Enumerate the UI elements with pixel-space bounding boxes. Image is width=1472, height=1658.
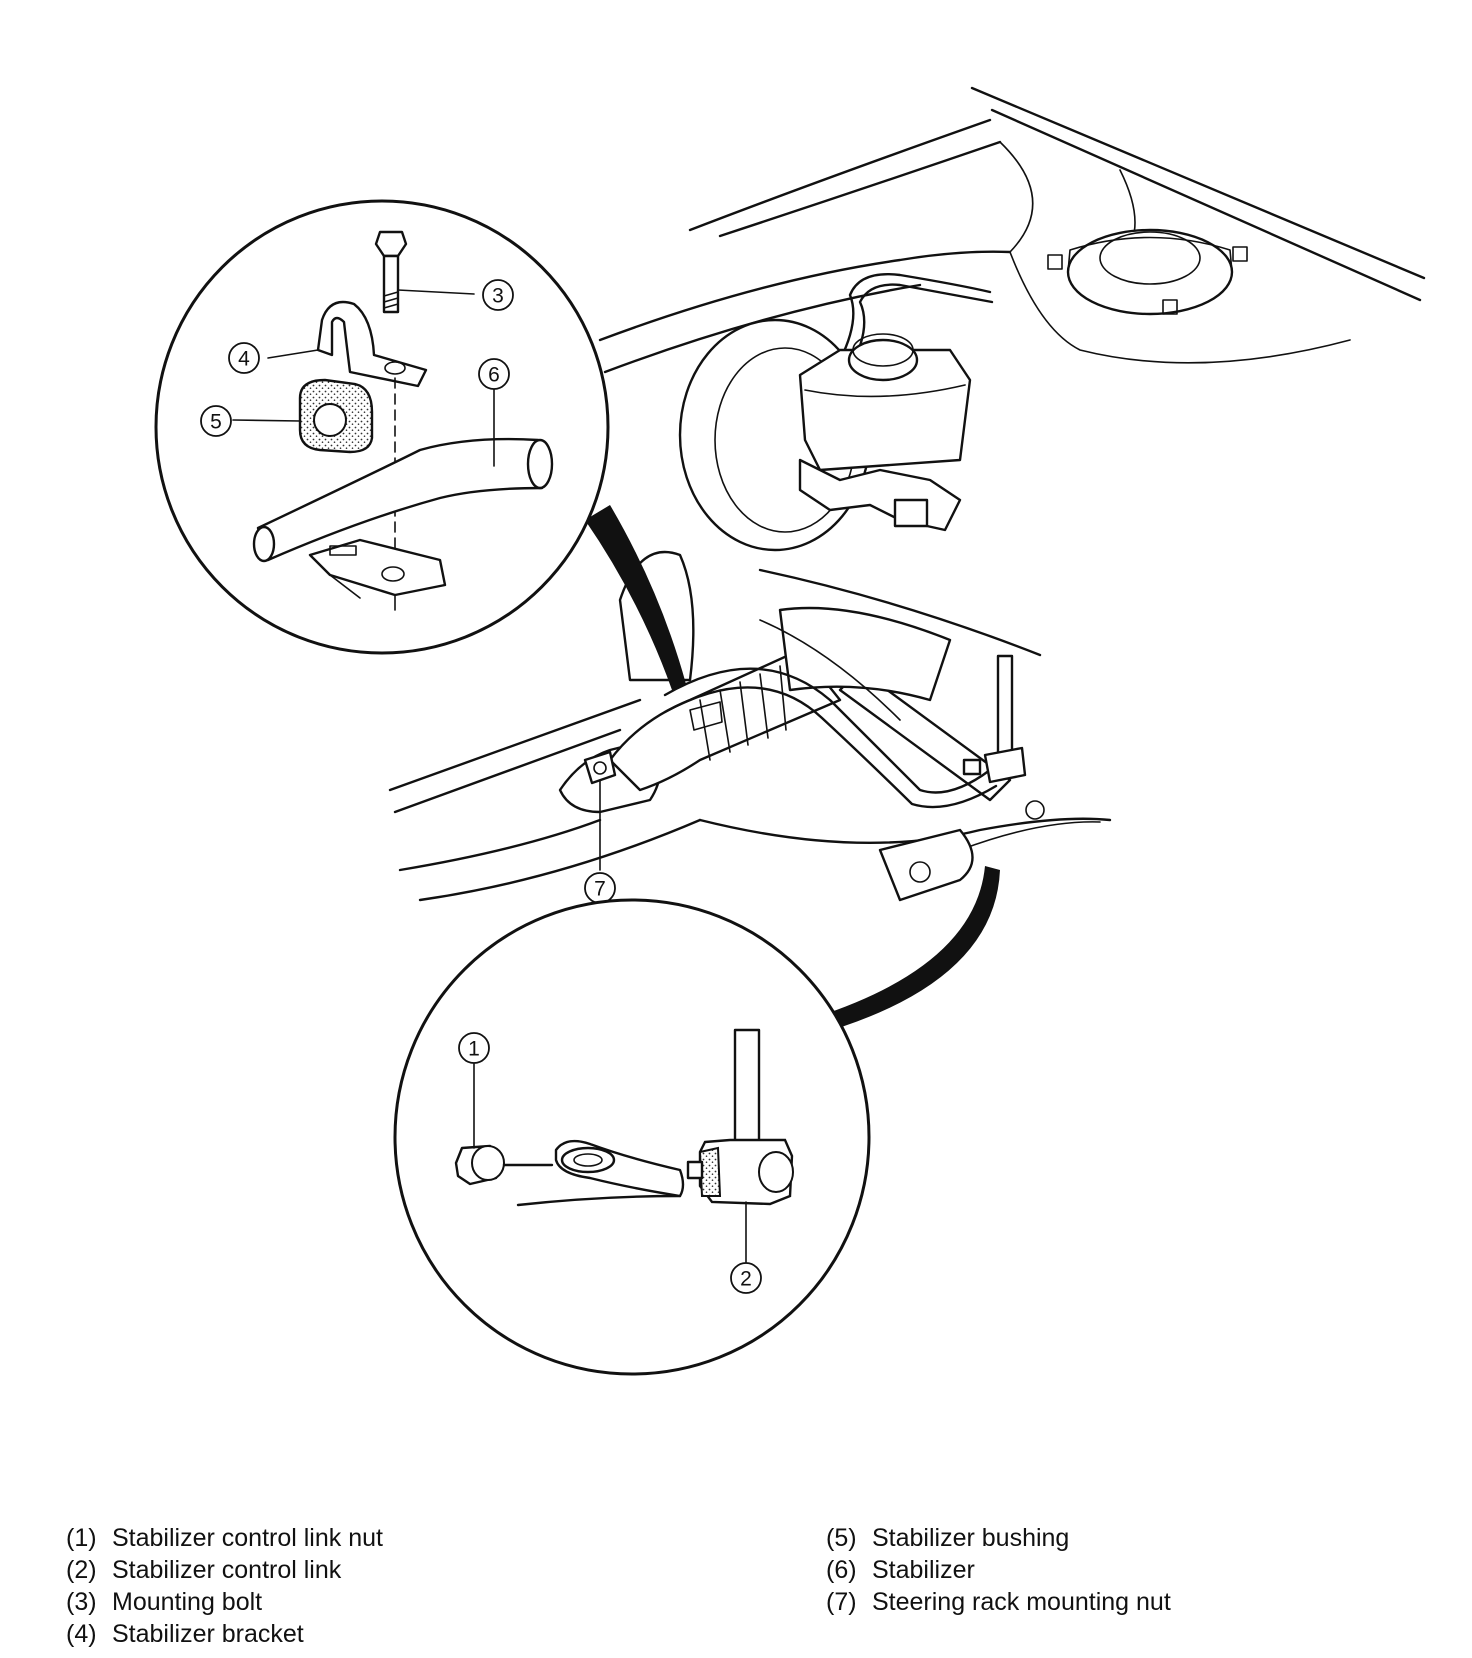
- brake-lines: [838, 273, 994, 370]
- stabilizer-bushing: [298, 378, 374, 454]
- stabilizer-control-link-nut: [454, 1144, 505, 1186]
- legend-item-label: Stabilizer bracket: [112, 1620, 304, 1648]
- legend-item-label: Mounting bolt: [112, 1588, 263, 1616]
- strut-tower: [1047, 228, 1248, 316]
- stabilizer-bracket: [316, 300, 428, 388]
- lower-detail-callout: 1 2: [393, 866, 1000, 1376]
- legend-item-number: (2): [66, 1556, 97, 1584]
- stabilizer-control-link: [686, 1028, 794, 1206]
- legend-item-label: Stabilizer bushing: [872, 1524, 1070, 1552]
- mounting-bracket-base: [308, 538, 447, 611]
- mounting-bolt: [374, 230, 408, 314]
- legend-item: (1) Stabilizer control link nut: [66, 1522, 383, 1554]
- legend-item-label: Stabilizer: [872, 1556, 975, 1584]
- legend-item-number: (3): [66, 1588, 97, 1616]
- legend-left-column: (1) Stabilizer control link nut (2) Stab…: [66, 1522, 383, 1650]
- callout-1: 1: [458, 1032, 490, 1064]
- upper-detail-callout: 3 4 5 6: [154, 199, 686, 690]
- legend-item-number: (7): [826, 1588, 857, 1616]
- legend-item: (2) Stabilizer control link: [66, 1554, 383, 1586]
- stabilizer-bar-detail: [252, 437, 554, 563]
- callout-6: 6: [478, 358, 510, 390]
- svg-text:7: 7: [594, 878, 606, 901]
- stabilizer-bar-main: [663, 654, 1045, 820]
- callout-2: 2: [730, 1262, 762, 1294]
- legend-item-number: (5): [826, 1524, 857, 1552]
- legend-item: (6) Stabilizer: [826, 1554, 1171, 1586]
- svg-text:1: 1: [468, 1038, 480, 1061]
- legend-item: (5) Stabilizer bushing: [826, 1522, 1171, 1554]
- callout-5: 5: [200, 405, 232, 437]
- leader-lines-lower: [473, 1063, 747, 1263]
- legend-item-number: (1): [66, 1524, 97, 1552]
- master-cylinder-reservoir: [798, 333, 972, 532]
- legend-item: (4) Stabilizer bracket: [66, 1618, 383, 1650]
- legend-item-label: Stabilizer control link: [112, 1556, 342, 1584]
- legend-item-number: (6): [826, 1556, 857, 1584]
- legend-item-number: (4): [66, 1620, 97, 1648]
- steering-rack-clamp: [583, 701, 723, 785]
- legend-right-column: (5) Stabilizer bushing (6) Stabilizer (7…: [826, 1522, 1171, 1618]
- svg-text:3: 3: [492, 285, 504, 308]
- legend-item: (3) Mounting bolt: [66, 1586, 383, 1618]
- svg-text:5: 5: [210, 411, 222, 434]
- svg-text:6: 6: [488, 364, 500, 387]
- leader-lines-upper: [232, 289, 495, 467]
- legend-item: (7) Steering rack mounting nut: [826, 1586, 1171, 1618]
- stabilizer-bar-end-detail: [502, 1139, 685, 1207]
- legend-item-label: Stabilizer control link nut: [112, 1524, 383, 1552]
- svg-text:4: 4: [238, 348, 250, 371]
- callout-4: 4: [228, 342, 260, 374]
- callout-3: 3: [482, 279, 514, 311]
- svg-text:2: 2: [740, 1268, 752, 1291]
- legend-item-label: Steering rack mounting nut: [872, 1588, 1171, 1616]
